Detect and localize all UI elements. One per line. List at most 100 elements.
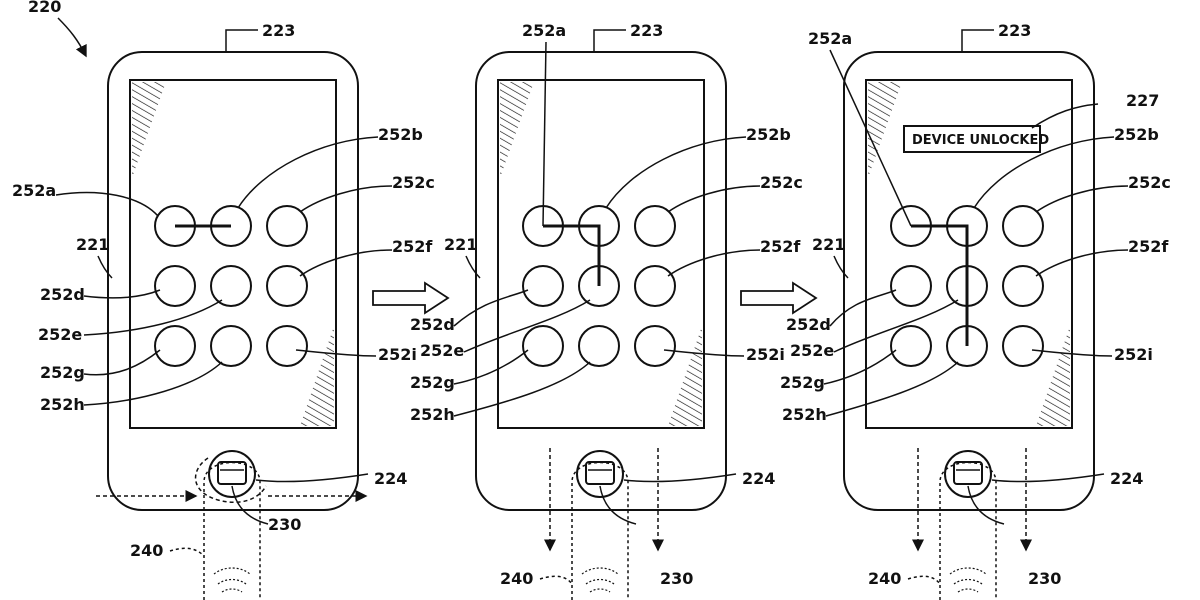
home-button-leader (623, 473, 737, 483)
housing-label: 223 (630, 21, 663, 40)
pattern-dot-252f (634, 265, 676, 307)
pattern-dot-252h (578, 325, 620, 367)
screen-glare-bottom (1036, 326, 1070, 426)
dot-label-252h: 252h (410, 405, 455, 424)
dot-label-252g: 252g (780, 373, 825, 392)
dot-leader-252b (973, 136, 1115, 209)
dot-label-252c: 252c (760, 173, 803, 192)
fingerprint-ridges (949, 567, 987, 593)
dot-label-252g: 252g (410, 373, 455, 392)
dot-leader-252g (823, 349, 897, 385)
banner-ref-label: 227 (1126, 91, 1159, 110)
dot-label-252f: 252f (760, 237, 801, 256)
body-label: 221 (76, 235, 109, 254)
pattern-dot-252f (266, 265, 308, 307)
body-label: 221 (444, 235, 477, 254)
device-screen (129, 79, 337, 429)
unlock-banner-text: DEVICE UNLOCKED (912, 133, 1049, 148)
dot-leader-252h (453, 361, 591, 417)
home-button-label: 224 (1110, 469, 1143, 488)
home-button-label: 224 (374, 469, 407, 488)
pattern-dot-252d (890, 265, 932, 307)
finger-label: 240 (868, 569, 901, 588)
dot-leader-252g (453, 349, 529, 385)
dot-leader-252i (1031, 349, 1113, 357)
device-screen (497, 79, 705, 429)
home-button-label: 224 (742, 469, 775, 488)
pattern-dot-252g (522, 325, 564, 367)
dot-leader-252i (295, 349, 377, 357)
phone-panel-1: 223221252a252b252c252d252e252f252g252h25… (12, 21, 435, 600)
pattern-dot-252d (522, 265, 564, 307)
unlock-banner (903, 125, 1041, 153)
screen-glare-bottom (300, 326, 334, 426)
dot-label-252e: 252e (38, 325, 82, 344)
finger-label: 240 (130, 541, 163, 560)
dot-label-252e: 252e (790, 341, 834, 360)
body-leader (465, 255, 481, 279)
dot-leader-252c (667, 185, 761, 213)
dot-leader-252b (237, 136, 379, 209)
phone-panel-3: 223221252a252b252c252d252e252f252g252h25… (780, 21, 1171, 600)
dot-leader-252c (1035, 185, 1129, 213)
dot-leader-252d (453, 289, 529, 327)
finger-outline (939, 461, 997, 600)
fingerprint-ridges (581, 567, 619, 593)
sensor-leader (599, 485, 637, 525)
finger-label: 240 (500, 569, 533, 588)
pattern-dot-252i (634, 325, 676, 367)
sensor-label: 230 (1028, 569, 1061, 588)
finger-orbit (194, 457, 267, 504)
dot-leader-252d (829, 289, 897, 327)
pattern-dot-252h (210, 325, 252, 367)
dot-leader-252a (542, 41, 547, 227)
home-button-leader (255, 473, 369, 483)
dot-label-252d: 252d (786, 315, 831, 334)
pattern-dot-252f (1002, 265, 1044, 307)
dot-leader-252i (663, 349, 745, 357)
sensor-leader (231, 485, 269, 525)
dot-leader-252e (463, 299, 591, 353)
banner-leader (1031, 103, 1099, 129)
dot-leader-252f (1035, 249, 1129, 277)
dot-leader-252h (825, 361, 959, 417)
pattern-dot-252g (890, 325, 932, 367)
unlock-pattern-stroke (543, 224, 601, 286)
step-arrow-2 (740, 281, 818, 315)
dot-label-252d: 252d (40, 285, 85, 304)
dot-label-252c: 252c (1128, 173, 1171, 192)
body-label: 221 (812, 235, 845, 254)
housing-label: 223 (262, 21, 295, 40)
dot-leader-252f (299, 249, 393, 277)
pattern-dot-252i (1002, 325, 1044, 367)
pattern-dot-252c (266, 205, 308, 247)
screen-glare-bottom (668, 326, 702, 426)
dot-leader-252h (83, 361, 223, 406)
fingerprint-sensor (217, 461, 247, 485)
housing-label: 223 (998, 21, 1031, 40)
dot-label-252d: 252d (410, 315, 455, 334)
dot-leader-252g (83, 349, 161, 376)
pattern-dot-252g (154, 325, 196, 367)
dot-label-252i: 252i (746, 345, 785, 364)
sensor-label: 230 (660, 569, 693, 588)
dot-label-252f: 252f (1128, 237, 1169, 256)
dot-label-252h: 252h (40, 395, 85, 414)
home-button-leader (991, 473, 1105, 483)
dot-label-252a: 252a (808, 29, 852, 48)
pattern-dot-252i (266, 325, 308, 367)
finger-outline (571, 461, 629, 600)
screen-glare-top (500, 82, 534, 178)
phone-panel-2: 223221252a252b252c252d252e252f252g252h25… (410, 21, 803, 600)
housing-leader (961, 29, 994, 52)
finger-leader (907, 575, 941, 585)
dot-leader-252a (55, 191, 159, 217)
dot-leader-252d (83, 289, 161, 299)
dot-leader-252e (83, 299, 223, 336)
dot-label-252i: 252i (378, 345, 417, 364)
dot-label-252e: 252e (420, 341, 464, 360)
dot-label-252g: 252g (40, 363, 85, 382)
dot-leader-252f (667, 249, 761, 277)
figure-ref-arrow (57, 17, 87, 58)
